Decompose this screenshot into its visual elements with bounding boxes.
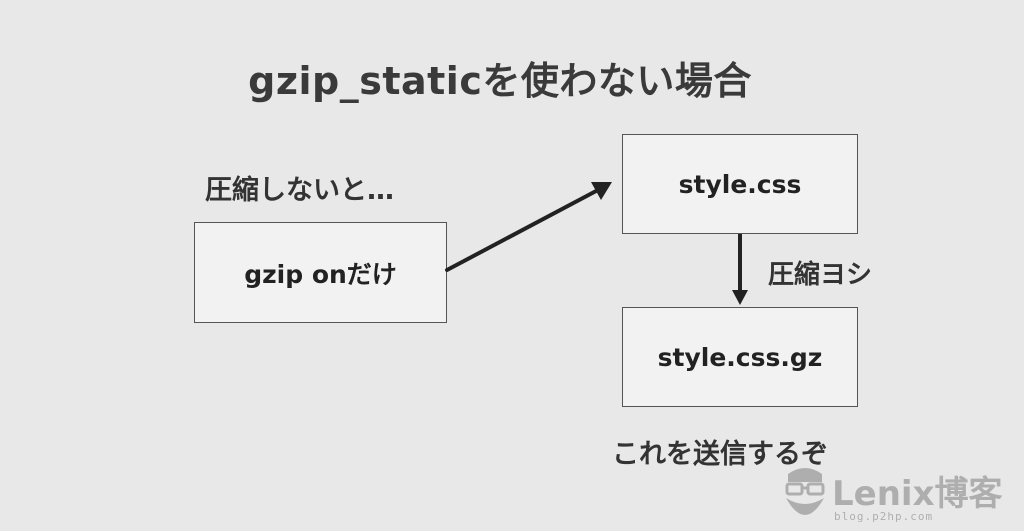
note-uncompressed: 圧縮しないと… [205, 175, 394, 206]
box-gzip-on-label: gzip onだけ [244, 259, 397, 289]
box-style-css-gz: style.css.gz [622, 307, 858, 407]
watermark: Lenix博客 blog.p2hp.com [780, 462, 1024, 531]
watermark-url: blog.p2hp.com [834, 510, 934, 523]
box-style-css: style.css [622, 134, 858, 234]
edge-label-compress: 圧縮ヨシ [768, 260, 873, 290]
bearded-face-with-glasses-icon [785, 468, 825, 515]
arrow-css-to-gz [732, 234, 748, 305]
box-gzip-on: gzip onだけ [194, 222, 447, 323]
note-send: これを送信するぞ [612, 439, 828, 470]
arrow-gzip-to-css [445, 182, 612, 272]
watermark-name: Lenix博客 [832, 474, 1003, 514]
diagram-title: gzip_staticを使わない場合 [248, 59, 752, 103]
box-style-css-label: style.css [678, 169, 802, 199]
box-style-css-gz-label: style.css.gz [657, 342, 823, 372]
